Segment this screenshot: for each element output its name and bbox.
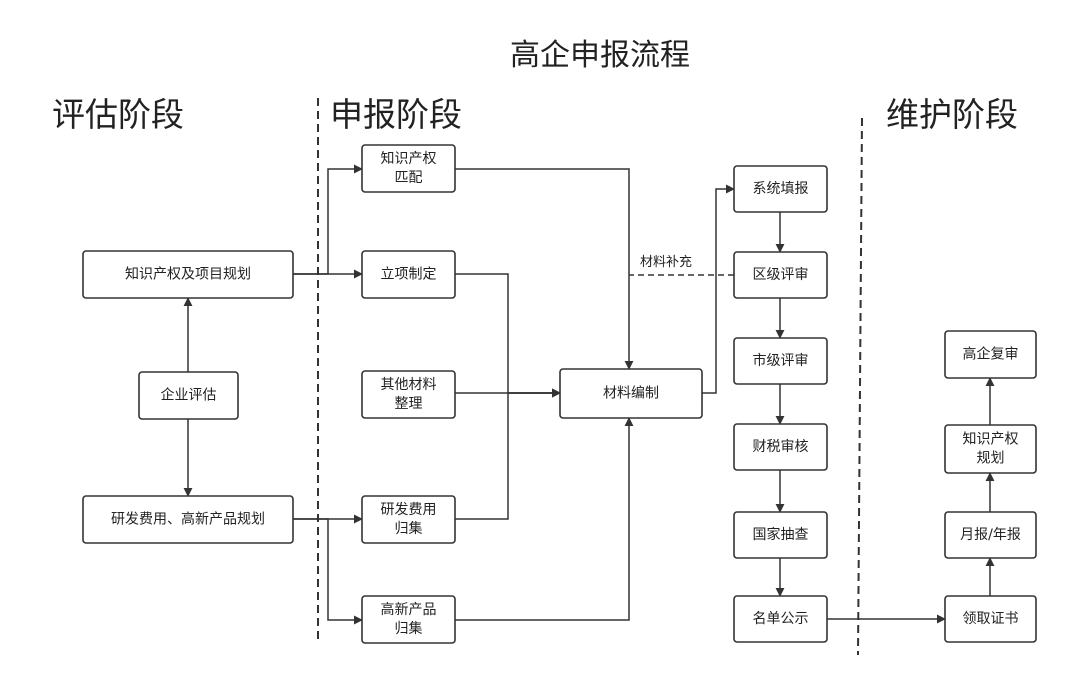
edge-ip-project-plan-to-ip-match (293, 164, 363, 275)
node-label-line: 国家抽查 (753, 526, 809, 543)
node-box (733, 595, 828, 643)
node-label-line: 高企复审 (963, 346, 1019, 363)
edge-ip-match-to-material-compile (455, 168, 634, 370)
node-box (361, 250, 456, 299)
node-label-line: 知识产权及项目规划 (125, 266, 251, 283)
node-finance-tax-audit: 财税审核 (733, 423, 828, 471)
edge-hitech-product-collect-to-material-compile (455, 417, 634, 621)
node-box (138, 371, 239, 420)
node-system-fill: 系统填报 (733, 165, 828, 213)
node-material-compile: 材料编制 (559, 368, 703, 419)
node-label-line: 系统填报 (753, 181, 809, 197)
node-label-line: 匹配 (395, 170, 423, 186)
edge-rd-cost-collect-to-material-compile (455, 388, 561, 520)
node-label-line: 研发费用 (381, 502, 437, 518)
phase-application-heading: 申报阶段 (330, 95, 462, 134)
node-label-line: 高新产品 (381, 601, 437, 618)
node-label-line: 整理 (395, 396, 423, 412)
node-project-setup: 立项制定 (361, 250, 456, 299)
phase-maintenance-heading: 维护阶段 (886, 95, 1018, 134)
node-box (944, 424, 1037, 474)
node-label-line: 领取证书 (963, 611, 1019, 627)
node-box (733, 337, 828, 385)
node-label-line: 归集 (395, 520, 423, 537)
node-label-line: 市级评审 (753, 352, 809, 369)
node-label-line: 材料编制 (603, 386, 659, 402)
node-rd-product-plan: 研发费用、高新产品规划 (82, 495, 294, 544)
node-box (733, 511, 828, 559)
edges-layer: 材料补充 (183, 164, 995, 625)
node-get-certificate: 领取证书 (944, 595, 1037, 643)
node-label-line: 知识产权 (963, 431, 1019, 448)
node-label-line: 企业评估 (161, 387, 217, 404)
node-box (733, 165, 828, 213)
edge-project-setup-to-material-compile (455, 273, 561, 398)
node-national-check: 国家抽查 (733, 511, 828, 559)
node-box (361, 370, 456, 419)
node-box (733, 251, 828, 299)
node-label-line: 立项制定 (381, 267, 437, 283)
edge-label-district-review-to-material-compile: 材料补充 (640, 254, 692, 270)
node-district-review: 区级评审 (733, 251, 828, 299)
node-ip-project-plan: 知识产权及项目规划 (82, 250, 294, 299)
node-label-line: 月报/年报 (960, 527, 1021, 543)
node-label-line: 归集 (395, 620, 423, 637)
node-city-review: 市级评审 (733, 337, 828, 385)
divider-application-maintenance (857, 117, 863, 656)
node-box (733, 423, 828, 471)
node-enterprise-eval: 企业评估 (138, 371, 239, 420)
node-label-line: 名单公示 (753, 611, 809, 627)
diagram-title: 高企申报流程 (510, 38, 690, 73)
node-box (361, 144, 456, 193)
node-box (944, 330, 1037, 379)
edge-material-compile-to-system-fill (702, 184, 735, 394)
node-monthly-annual-report: 月报/年报 (944, 511, 1037, 559)
node-box (361, 595, 456, 644)
node-box (361, 495, 456, 544)
node-label-line: 区级评审 (753, 267, 809, 283)
edge-rd-product-plan-to-hitech-product-collect (293, 518, 363, 625)
node-box (559, 368, 703, 419)
node-label-line: 规划 (977, 451, 1005, 467)
node-label-line: 财税审核 (753, 439, 809, 455)
node-box (82, 495, 294, 544)
node-box (944, 511, 1037, 559)
node-label-line: 其他材料 (381, 377, 437, 393)
node-hitech-recheck: 高企复审 (944, 330, 1037, 379)
node-label-line: 研发费用、高新产品规划 (111, 511, 265, 528)
node-list-publicity: 名单公示 (733, 595, 828, 643)
nodes-layer: 知识产权及项目规划企业评估研发费用、高新产品规划知识产权匹配立项制定其他材料整理… (82, 144, 1037, 644)
node-box (82, 250, 294, 299)
node-label-line: 知识产权 (381, 150, 437, 167)
phase-evaluation-heading: 评估阶段 (52, 95, 184, 134)
node-box (944, 595, 1037, 643)
